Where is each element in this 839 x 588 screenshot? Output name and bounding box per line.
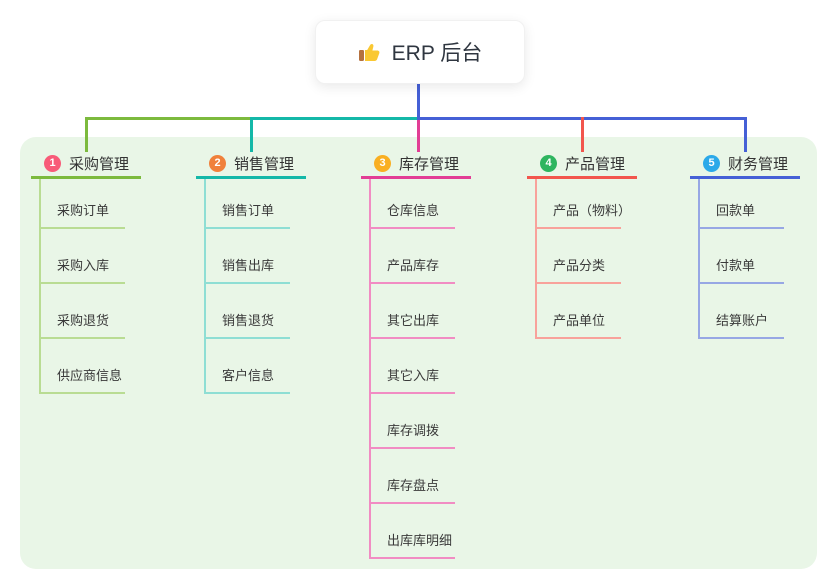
branch-finance: 5 财务管理 回款单 付款单 结算账户 bbox=[690, 150, 800, 339]
rail-segment-sales bbox=[251, 117, 419, 120]
child-node[interactable]: 供应商信息 bbox=[41, 339, 125, 394]
child-node[interactable]: 库存盘点 bbox=[371, 449, 455, 504]
branch-number-badge: 2 bbox=[209, 154, 226, 172]
child-node[interactable]: 其它入库 bbox=[371, 339, 455, 394]
branch-children: 回款单 付款单 结算账户 bbox=[698, 179, 784, 339]
drop-line-sales bbox=[250, 117, 253, 152]
root-node-erp[interactable]: ERP 后台 bbox=[315, 20, 525, 84]
branch-sales: 2 销售管理 销售订单 销售出库 销售退货 客户信息 bbox=[196, 150, 306, 394]
child-node[interactable]: 产品库存 bbox=[371, 229, 455, 284]
branch-header-inventory[interactable]: 3 库存管理 bbox=[361, 150, 471, 179]
child-node[interactable]: 销售出库 bbox=[206, 229, 290, 284]
branch-children: 销售订单 销售出库 销售退货 客户信息 bbox=[204, 179, 290, 394]
branch-label: 库存管理 bbox=[399, 155, 460, 173]
branch-children: 仓库信息 产品库存 其它出库 其它入库 库存调拨 库存盘点 出库库明细 bbox=[369, 179, 455, 559]
child-node[interactable]: 采购入库 bbox=[41, 229, 125, 284]
child-node[interactable]: 产品（物料） bbox=[537, 179, 631, 229]
branch-children: 采购订单 采购入库 采购退货 供应商信息 bbox=[39, 179, 125, 394]
branch-header-sales[interactable]: 2 销售管理 bbox=[196, 150, 306, 179]
branch-header-purchase[interactable]: 1 采购管理 bbox=[31, 150, 141, 179]
child-node[interactable]: 销售退货 bbox=[206, 284, 290, 339]
child-node[interactable]: 仓库信息 bbox=[371, 179, 455, 229]
child-node[interactable]: 结算账户 bbox=[700, 284, 784, 339]
branch-inventory: 3 库存管理 仓库信息 产品库存 其它出库 其它入库 库存调拨 库存盘点 出库库… bbox=[361, 150, 471, 559]
child-node[interactable]: 产品分类 bbox=[537, 229, 621, 284]
thumbs-up-icon bbox=[358, 44, 380, 61]
drop-line-purchase bbox=[85, 117, 88, 152]
child-node[interactable]: 付款单 bbox=[700, 229, 784, 284]
branch-label: 财务管理 bbox=[728, 155, 789, 173]
branch-number-badge: 4 bbox=[540, 154, 557, 172]
child-node[interactable]: 回款单 bbox=[700, 179, 784, 229]
branch-label: 采购管理 bbox=[69, 155, 130, 173]
child-node[interactable]: 采购订单 bbox=[41, 179, 125, 229]
child-node[interactable]: 销售订单 bbox=[206, 179, 290, 229]
child-node[interactable]: 库存调拨 bbox=[371, 394, 455, 449]
drop-line-inventory bbox=[417, 120, 420, 152]
branch-number-badge: 1 bbox=[44, 154, 61, 172]
rail-segment-purchase bbox=[86, 117, 252, 120]
child-node[interactable]: 采购退货 bbox=[41, 284, 125, 339]
branch-children: 产品（物料） 产品分类 产品单位 bbox=[535, 179, 631, 339]
root-stem-line bbox=[417, 81, 420, 118]
drop-line-finance bbox=[744, 117, 747, 152]
branches-panel-background bbox=[20, 137, 817, 569]
child-node[interactable]: 其它出库 bbox=[371, 284, 455, 339]
branch-header-product[interactable]: 4 产品管理 bbox=[527, 150, 637, 179]
branch-header-finance[interactable]: 5 财务管理 bbox=[690, 150, 800, 179]
drop-line-product bbox=[581, 117, 584, 152]
branch-purchase: 1 采购管理 采购订单 采购入库 采购退货 供应商信息 bbox=[31, 150, 141, 394]
child-node[interactable]: 客户信息 bbox=[206, 339, 290, 394]
child-node[interactable]: 出库库明细 bbox=[371, 504, 455, 559]
branch-label: 销售管理 bbox=[234, 155, 295, 173]
root-node-label: ERP 后台 bbox=[391, 42, 483, 65]
child-node[interactable]: 产品单位 bbox=[537, 284, 621, 339]
branch-number-badge: 5 bbox=[703, 154, 720, 172]
branch-label: 产品管理 bbox=[565, 155, 626, 173]
branch-number-badge: 3 bbox=[374, 154, 391, 172]
branch-product: 4 产品管理 产品（物料） 产品分类 产品单位 bbox=[527, 150, 637, 339]
